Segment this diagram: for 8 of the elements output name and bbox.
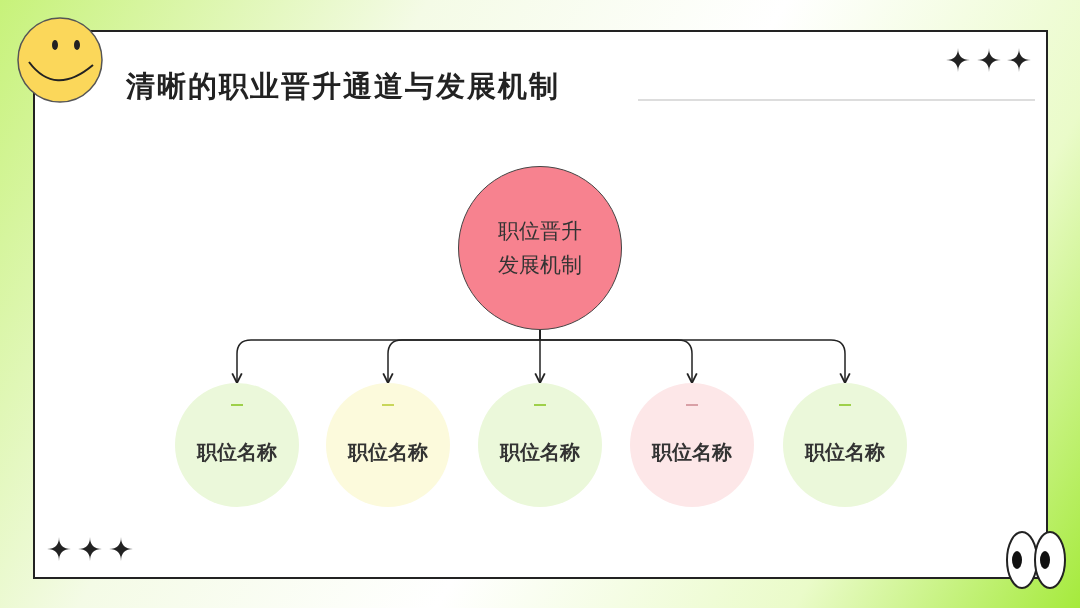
position-name: 职位名称 <box>652 438 732 466</box>
arrow <box>539 329 851 384</box>
position-name: 职位名称 <box>197 438 277 466</box>
position-name: 职位名称 <box>500 438 580 466</box>
position-name: 职位名称 <box>348 438 428 466</box>
title: 清晰的职业晋升通道与发展机制 <box>126 68 560 105</box>
position-name: 职位名称 <box>805 438 885 466</box>
circle-label: 职位晋升发展机制 <box>497 218 583 279</box>
